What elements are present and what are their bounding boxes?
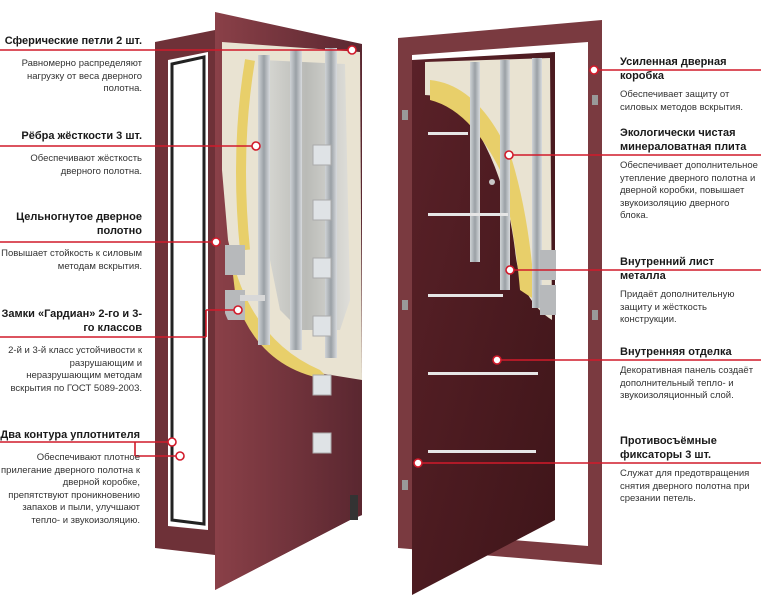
callout-title: Экологически чистая минераловатная плита [620,127,747,153]
callout-anti-removal-pins: Противосъёмные фиксаторы 3 шт. Служат дл… [620,434,760,506]
callout-reinforced-frame: Усиленная дверная коробка Обеспечивает з… [620,55,760,114]
callout-title: Усиленная дверная коробка [620,56,727,82]
callout-description: Равномерно распределяют нагрузку от веса… [21,58,142,94]
left-door-frame [155,30,215,555]
callout-two-seal-contours: Два контура уплотнителя Обеспечивают пло… [0,428,140,527]
callout-title: Внутренняя отделка [620,346,732,358]
leader-lines [0,45,761,468]
callout-spherical-hinges: Сферические петли 2 шт. Равномерно распр… [0,34,142,96]
callout-stiffening-ribs: Рёбра жёсткости 3 шт. Обеспечивают жёстк… [0,129,142,178]
callout-description: Повышает стойкость к силовым методам вск… [1,248,142,272]
callout-inner-metal-sheet: Внутренний лист металла Придаёт дополнит… [620,255,760,327]
callout-title: Два контура уплотнителя [0,429,140,441]
callout-mineral-wool-board: Экологически чистая минераловатная плита… [620,126,760,223]
callout-title: Цельногнутое дверное полотно [16,211,142,237]
callout-description: Обеспечивают плотное прилегание дверного… [1,452,140,526]
callout-description: 2-й и 3-й класс устойчивости к разрушающ… [8,345,142,394]
callout-guardian-locks: Замки «Гардиан» 2-го и 3-го классов 2-й … [0,307,142,395]
callout-inner-finish: Внутренняя отделка Декоративная панель с… [620,345,760,403]
callout-title: Сферические петли 2 шт. [4,35,142,47]
callout-description: Обеспечивают жёсткость дверного полотна. [30,153,142,177]
callout-description: Придаёт дополнительную защиту и жёсткост… [620,289,735,325]
callout-description: Обеспечивает защиту от силовых методов в… [620,89,743,113]
left-door-leaf [215,12,362,590]
callout-bent-door-leaf: Цельногнутое дверное полотно Повышает ст… [0,210,142,273]
callout-title: Противосъёмные фиксаторы 3 шт. [620,435,717,461]
callout-title: Внутренний лист металла [620,256,715,282]
right-door-leaf [402,52,598,595]
callout-title: Замки «Гардиан» 2-го и 3-го классов [1,308,142,334]
callout-description: Обеспечивает дополнительное утепление дв… [620,160,758,221]
callout-description: Декоративная панель создаёт дополнительн… [620,365,754,401]
callout-description: Служат для предотвращения снятия дверног… [620,468,750,504]
callout-title: Рёбра жёсткости 3 шт. [21,130,142,142]
